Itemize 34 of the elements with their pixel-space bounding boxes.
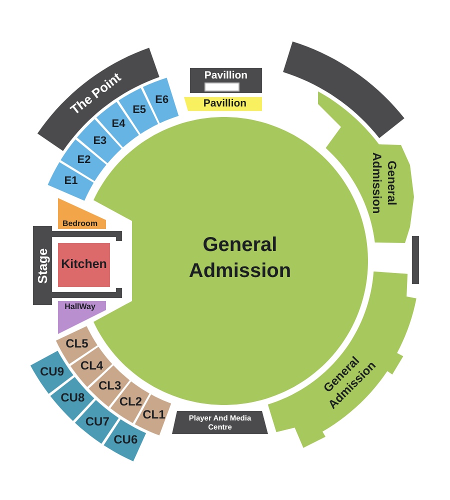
section-label: CL2	[119, 394, 142, 410]
stage-label: Stage	[34, 248, 51, 284]
stand-block	[172, 411, 268, 434]
seating-section	[58, 301, 106, 334]
stand-block	[283, 41, 405, 139]
section-label: E1	[64, 176, 78, 190]
section-label: CU9	[40, 364, 64, 380]
section-label: General Admission	[369, 152, 399, 214]
section-label: CL4	[80, 358, 104, 374]
seating-section	[47, 162, 94, 201]
area-label: General Admission	[188, 233, 292, 284]
section-label: CU8	[60, 390, 85, 406]
section-label: HallWay	[64, 302, 96, 312]
stage-block	[33, 226, 122, 305]
section-label: CL5	[66, 336, 88, 352]
section-label: CL1	[142, 407, 166, 422]
side-block	[412, 236, 419, 284]
section-label: E6	[155, 94, 169, 108]
section-label: CL3	[98, 378, 122, 394]
lawn-section	[318, 91, 414, 243]
section-label: E4	[112, 118, 126, 132]
section-label: Pavillion	[204, 68, 248, 82]
section-label: E5	[132, 104, 146, 118]
floor-section	[58, 243, 110, 287]
section-label: CU7	[85, 414, 110, 430]
seating-section	[58, 198, 106, 229]
section-label: E3	[93, 135, 107, 149]
section-label: Kitchen	[61, 257, 107, 273]
pavilion-block	[190, 68, 262, 93]
section-label: Pavillion	[203, 97, 247, 111]
section-label: CU6	[114, 432, 138, 448]
seating-section	[184, 97, 262, 111]
section-label: E2	[77, 154, 91, 168]
section-label: Bedroom	[62, 219, 98, 229]
